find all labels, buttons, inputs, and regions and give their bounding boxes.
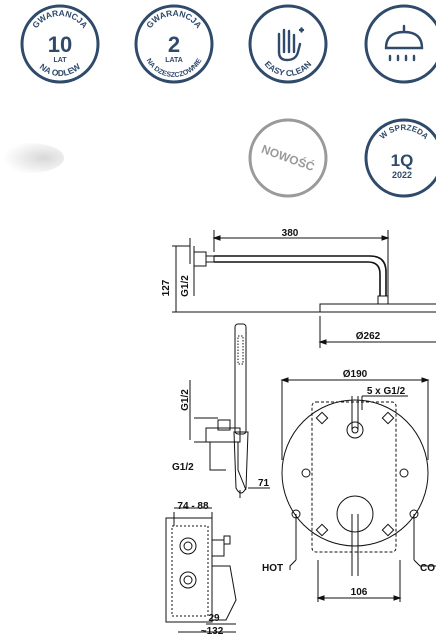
shower-arm <box>189 238 389 305</box>
label-spacing: 106 <box>351 587 368 598</box>
new-product-badge: NOWOŚĆ <box>246 116 330 200</box>
badge-number: 1Q <box>391 151 414 170</box>
badge-number: 2 <box>168 32 180 57</box>
label-body-total: ~132 <box>201 626 224 636</box>
mixer-body-side <box>165 517 237 633</box>
label-cold: CO <box>420 563 435 574</box>
mixer-front <box>280 377 436 602</box>
label-arm-thread: G1/2 <box>180 275 191 297</box>
label-holes: 5 x G1/2 <box>367 386 406 397</box>
hand-shower <box>189 323 270 498</box>
label-hot: HOT <box>262 563 283 574</box>
label-head-diameter: Ø262 <box>356 331 381 342</box>
label-arm-length: 380 <box>282 228 299 239</box>
dim-arm-length <box>212 230 390 296</box>
label-hand-offset: 71 <box>258 478 270 489</box>
rain-shower-head <box>319 303 436 313</box>
dim-head-diameter <box>318 316 436 348</box>
badge-unit: LAT <box>53 57 67 64</box>
label-body-depth: 29 <box>208 613 220 624</box>
warranty-2-years-badge: GWARANCJA NA DZESZCZOWNIE 2 LATA <box>132 2 216 86</box>
shower-spray-image <box>0 143 64 173</box>
hand-wipe-icon <box>277 27 305 62</box>
label-hand-thread-bottom: G1/2 <box>172 462 194 473</box>
shower-badge <box>362 2 436 86</box>
badge-number: 10 <box>48 32 72 57</box>
shower-head-icon <box>384 24 424 62</box>
badge-unit: LATA <box>165 57 183 64</box>
dim-arm-height <box>172 245 320 313</box>
easy-clean-badge: EASY CLEAN <box>246 2 330 86</box>
label-hand-thread-top: G1/2 <box>180 389 191 411</box>
sale-date-badge: W SPRZEDA 1Q 2022 <box>362 116 436 200</box>
label-arm-height: 127 <box>161 279 172 296</box>
label-plate-diameter: Ø190 <box>343 369 368 380</box>
warranty-10-years-badge: GWARANCJA NA ODLEW 10 LAT <box>18 2 102 86</box>
label-depth-range: 74 - 88 <box>177 501 209 512</box>
badge-year: 2022 <box>392 170 412 180</box>
